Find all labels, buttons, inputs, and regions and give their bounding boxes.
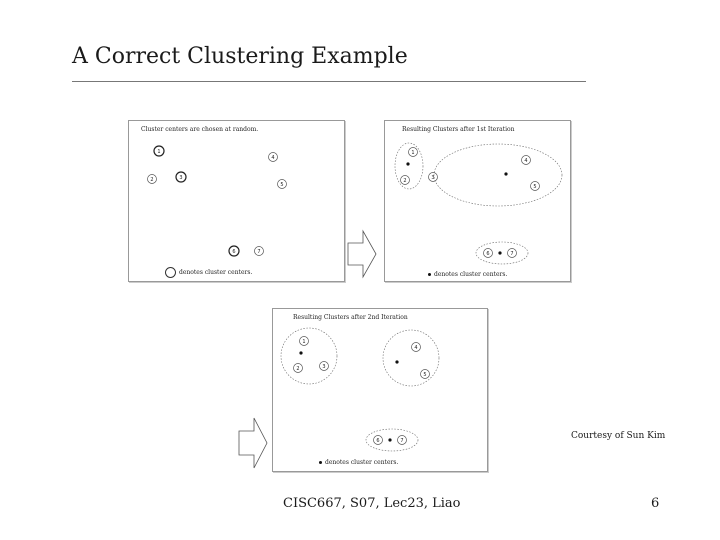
point-7-circle [254,246,264,256]
point-6-circle [373,435,383,445]
point-3-circle [319,361,329,371]
point-2-label: 2 [150,177,153,183]
point-1-circle [408,147,418,157]
center-dot [406,162,410,166]
slide-footer: CISC667, S07, Lec23, Liao [283,496,461,511]
point-6-circle [483,248,493,258]
panel-iteration1-legend: denotes cluster centers. [428,271,507,278]
arrow-right-icon [238,417,268,469]
point-2-label: 2 [403,178,406,184]
point-1-circle [299,336,309,346]
cluster-ellipse-1 [394,142,424,190]
point-2-circle [293,363,303,373]
panel-iteration2-legend-text: denotes cluster centers. [325,459,399,466]
point-4-label: 4 [524,158,527,164]
point-3-circle [428,172,438,182]
center-dot [498,251,502,255]
point-5-circle [420,369,430,379]
point-2-label: 2 [296,366,299,372]
arrow-right-icon [347,229,377,279]
cluster-circle-1 [280,327,338,385]
title-divider [72,81,586,82]
point-4-label: 4 [414,345,417,351]
point-3-label: 3 [322,364,325,370]
panel-initial-legend: denotes cluster centers. [165,267,252,278]
panel-iteration1-legend-text: denotes cluster centers. [434,271,508,278]
point-5-label: 5 [280,182,283,188]
point-7-label: 7 [510,251,513,257]
point-6-label: 6 [376,438,379,444]
panel-initial-diagram: 1 2 3 4 5 6 7 [147,145,287,257]
point-3-circle [175,171,187,183]
cluster-circle-2 [382,329,440,387]
point-5-label: 5 [533,184,536,190]
cluster-ellipse-3 [475,241,529,265]
panel-iteration2-legend: denotes cluster centers. [319,459,398,466]
panel-iteration2-caption: Resulting Clusters after 2nd Iteration [293,314,408,321]
center-dot [388,438,392,442]
point-7-label: 7 [400,438,403,444]
panel-initial-legend-text: denotes cluster centers. [179,269,253,276]
page-number: 6 [651,496,660,511]
point-4-label: 4 [271,155,274,161]
point-5-circle [277,179,287,189]
point-4-circle [411,342,421,352]
panel-iteration1-diagram: 1 2 3 4 5 6 7 [394,142,563,265]
point-1-label: 1 [302,339,305,345]
cluster-ellipse-2 [433,143,563,207]
center-dot [299,351,303,355]
panel-iteration1-caption: Resulting Clusters after 1st Iteration [402,126,515,133]
point-6-label: 6 [486,251,489,257]
point-5-label: 5 [423,372,426,378]
cluster-ellipse-3 [365,428,419,452]
point-1-circle [153,145,165,157]
point-7-label: 7 [257,249,260,255]
center-dot [504,172,508,176]
panel-initial: Cluster centers are chosen at random. 1 … [128,120,345,282]
center-dot-icon [428,273,431,276]
point-6-label: 6 [232,249,235,255]
point-5-circle [530,181,540,191]
center-dot-icon [319,461,322,464]
point-2-circle [400,175,410,185]
panel-iteration2: Resulting Clusters after 2nd Iteration 1… [272,308,488,472]
point-7-circle [507,248,517,258]
courtesy-note: Courtesy of Sun Kim [571,431,666,441]
point-6-circle [228,245,240,257]
point-7-circle [397,435,407,445]
point-1-label: 1 [157,149,160,155]
point-4-circle [521,155,531,165]
point-3-label: 3 [431,175,434,181]
point-4-circle [268,152,278,162]
point-2-circle [147,174,157,184]
slide-title: A Correct Clustering Example [72,44,408,69]
point-1-label: 1 [411,150,414,156]
center-marker-icon [165,267,176,278]
center-dot [395,360,399,364]
panel-iteration2-diagram: 1 2 3 4 5 6 7 [280,327,440,452]
point-3-label: 3 [179,175,182,181]
panel-iteration1: Resulting Clusters after 1st Iteration 1… [384,120,571,282]
panel-initial-caption: Cluster centers are chosen at random. [141,126,259,133]
